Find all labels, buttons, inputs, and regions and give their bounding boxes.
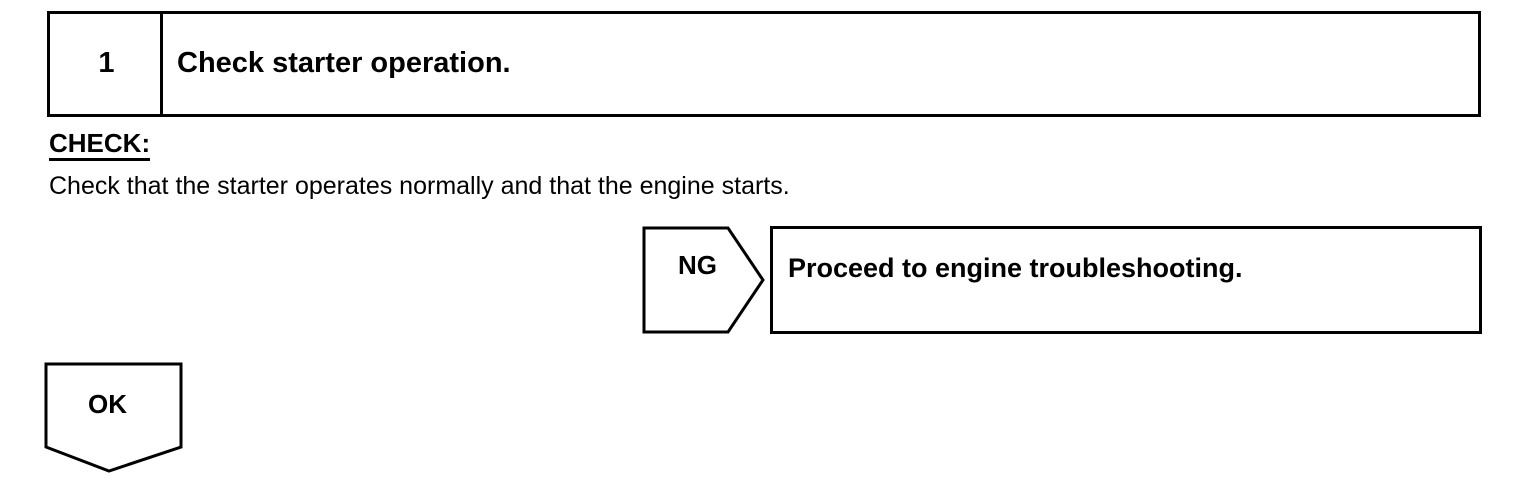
ng-action-text: Proceed to engine troubleshooting. <box>788 253 1243 283</box>
step-title: Check starter operation. <box>177 47 511 79</box>
check-heading: CHECK: <box>49 128 151 161</box>
check-instruction: Check that the starter operates normally… <box>49 172 790 200</box>
ng-action-box: Proceed to engine troubleshooting. <box>770 226 1482 334</box>
ng-label: NG <box>678 250 717 280</box>
step-header-box: 1 Check starter operation. <box>47 11 1481 117</box>
ng-arrow-shape <box>642 226 765 334</box>
ok-label: OK <box>88 389 127 419</box>
ok-arrow-shape <box>44 362 183 473</box>
step-number: 1 <box>98 47 115 79</box>
step-number-cell: 1 <box>50 14 163 114</box>
